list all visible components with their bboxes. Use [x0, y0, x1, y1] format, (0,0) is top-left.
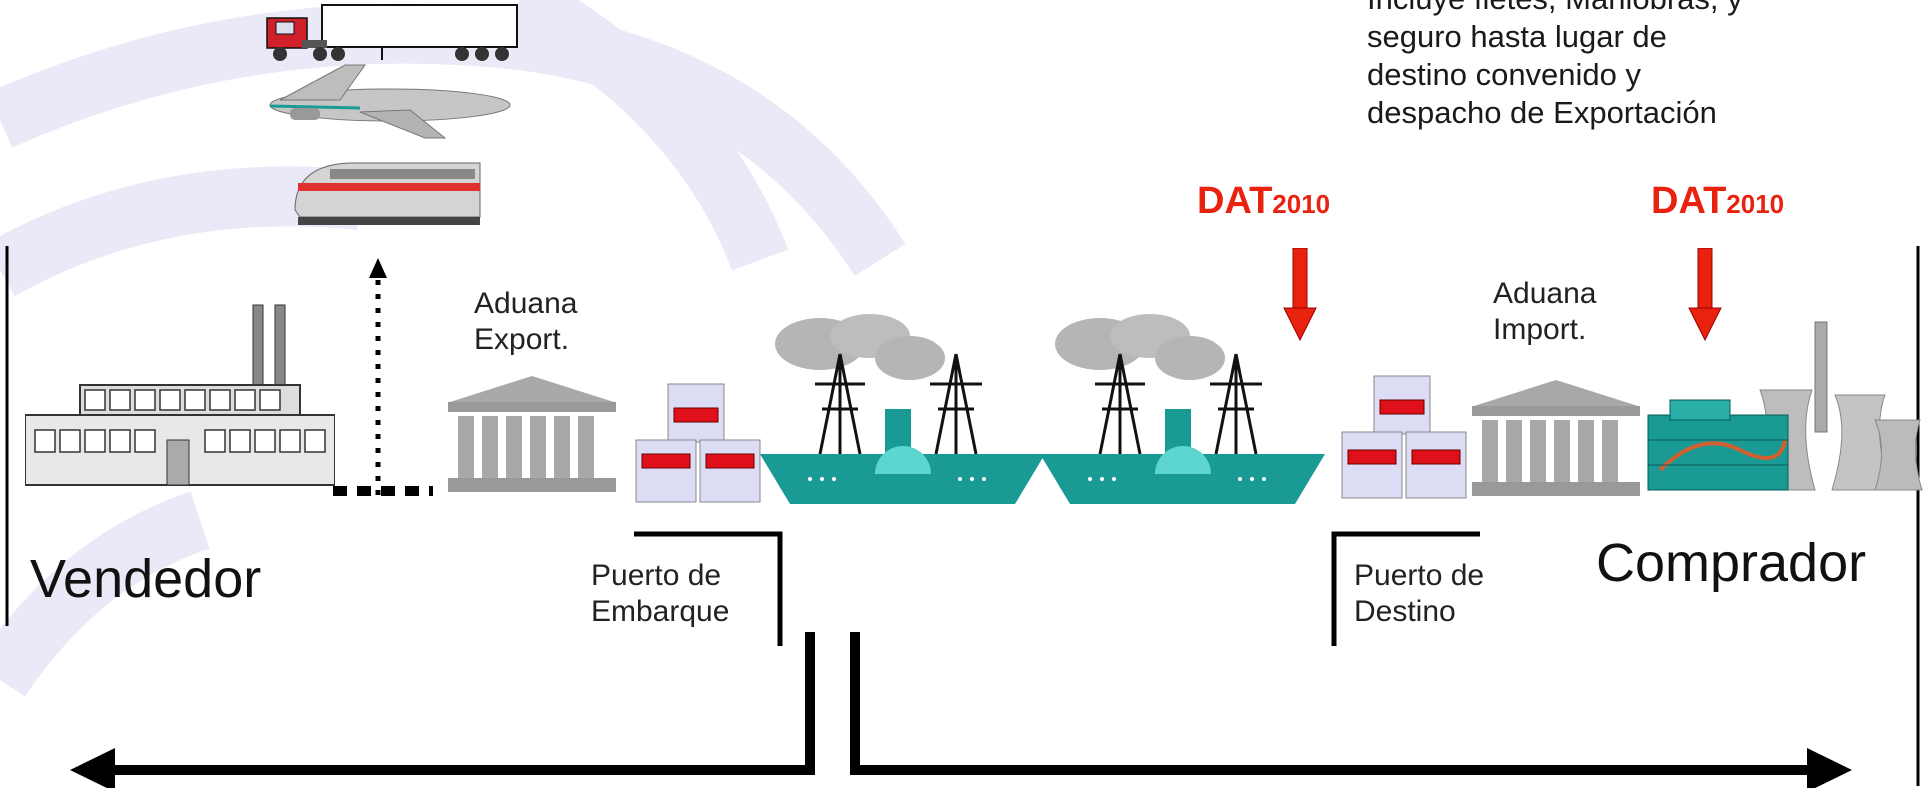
dat-year: 2010 [1272, 189, 1331, 219]
note-line: Incluye fletes, Maniobras, y [1367, 0, 1907, 18]
aduana-export-label: Aduana Export. [474, 286, 577, 358]
right-border-line [1916, 246, 1920, 786]
puerto-line: Destino [1354, 595, 1456, 628]
cargo-boxes-icon [635, 383, 761, 503]
steamship-icon [1040, 314, 1325, 504]
train-icon [294, 162, 481, 225]
note-line: despacho de Exportación [1367, 95, 1717, 130]
cargo-boxes-icon [1341, 375, 1467, 499]
dotted-up-arrow [369, 258, 387, 496]
port-embarque-bracket [634, 531, 783, 646]
incoterm-note: Incluye fletes, Maniobras, y seguro hast… [1367, 0, 1907, 132]
aduana-line: Aduana [1493, 277, 1597, 310]
dat-marker-port: DAT2010 [1197, 180, 1330, 223]
customs-building-icon [1472, 380, 1640, 496]
puerto-destino-label: Puerto de Destino [1354, 558, 1484, 630]
puerto-line: Puerto de [1354, 559, 1485, 592]
truck-icon [266, 4, 518, 61]
port-destino-bracket [1331, 531, 1480, 646]
aduana-line: Export. [474, 323, 570, 356]
comprador-label: Comprador [1596, 533, 1867, 593]
note-line: seguro hasta lugar de [1367, 19, 1667, 54]
left-border-line [5, 246, 9, 626]
dat-year: 2010 [1726, 189, 1785, 219]
puerto-line: Embarque [591, 595, 730, 628]
aduana-line: Aduana [474, 287, 578, 320]
note-line: destino convenido y [1367, 57, 1642, 92]
airplane-icon [269, 64, 511, 139]
steamship-icon [760, 314, 1045, 504]
red-down-arrow-icon [1283, 248, 1317, 342]
aduana-import-label: Aduana Import. [1493, 276, 1596, 348]
customs-building-icon [448, 376, 616, 492]
power-plant-icon [1647, 321, 1923, 491]
dat-label: DAT [1197, 180, 1273, 222]
vendedor-label: Vendedor [30, 549, 262, 609]
dat-marker-buyer: DAT2010 [1651, 180, 1784, 223]
dashed-ground-line [333, 486, 433, 496]
dat-label: DAT [1651, 180, 1727, 222]
puerto-embarque-label: Puerto de Embarque [591, 558, 729, 630]
puerto-line: Puerto de [591, 559, 722, 592]
factory-icon [25, 304, 335, 486]
red-down-arrow-icon [1688, 248, 1722, 342]
responsibility-arrows [70, 632, 1852, 788]
aduana-line: Import. [1493, 313, 1587, 346]
